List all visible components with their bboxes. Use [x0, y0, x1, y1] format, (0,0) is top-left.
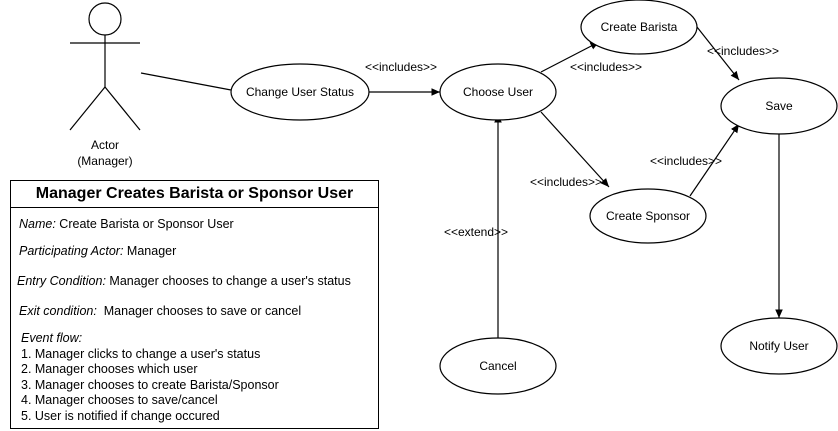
arrow-choose-to-sponsor: [540, 111, 610, 188]
actor-left-leg: [69, 86, 106, 131]
event-flow-step: 3. Manager chooses to create Barista/Spo…: [21, 377, 279, 392]
use-case-description-box: Manager Creates Barista or Sponsor User …: [10, 180, 379, 429]
event-flow-step: 1. Manager clicks to change a user's sta…: [21, 346, 261, 361]
use-case-notify-user-shape: [720, 317, 838, 375]
use-case-change-user-status: Change User Status: [246, 85, 354, 99]
event-flow-step: 5. User is notified if change occured: [21, 408, 220, 423]
description-actor-label: Participating Actor:: [19, 244, 124, 258]
arrow-barista-to-save: [696, 26, 740, 81]
label-includes-barista-save: <<includes>>: [707, 44, 779, 58]
use-case-save: Save: [765, 99, 793, 113]
description-title: Manager Creates Barista or Sponsor User: [11, 181, 378, 208]
description-exit-label: Exit condition:: [19, 304, 97, 318]
description-name-value: Create Barista or Sponsor User: [55, 217, 234, 231]
actor-figure: [69, 2, 141, 131]
use-case-choose-user: Choose User: [463, 85, 533, 99]
label-includes-change-choose: <<includes>>: [365, 60, 437, 74]
description-entry-value: Manager chooses to change a user's statu…: [105, 274, 351, 288]
use-case-change-user-status-shape: [230, 63, 370, 121]
arrow-choose-to-barista: [540, 41, 600, 73]
description-entry-row: Entry Condition: Manager chooses to chan…: [17, 274, 351, 288]
use-case-create-sponsor-shape: [589, 188, 707, 244]
association-actor-change-status: [140, 72, 232, 91]
use-case-create-barista: Create Barista: [601, 20, 678, 34]
actor-head: [88, 2, 122, 36]
arrow-sponsor-to-save: [689, 123, 740, 197]
actor-name: Actor: [91, 138, 119, 152]
description-entry-label: Entry Condition:: [17, 274, 106, 288]
actor-role: (Manager): [77, 154, 132, 168]
label-includes-sponsor-save: <<includes>>: [650, 154, 722, 168]
use-case-notify-user: Notify User: [749, 339, 808, 353]
event-flow-step: 4. Manager chooses to save/cancel: [21, 393, 218, 407]
description-name-row: Name: Create Barista or Sponsor User: [19, 217, 234, 231]
label-includes-choose-barista: <<includes>>: [570, 60, 642, 74]
use-case-create-barista-shape: [580, 0, 698, 55]
description-actor-row: Participating Actor: Manager: [19, 244, 176, 258]
use-case-choose-user-shape: [439, 63, 557, 121]
label-includes-choose-sponsor: <<includes>>: [530, 175, 602, 189]
description-exit-value: Manager chooses to save or cancel: [96, 304, 302, 318]
actor-right-leg: [104, 86, 141, 131]
event-flow-step: 2. Manager chooses which user: [21, 362, 198, 376]
event-flow-label: Event flow:: [21, 331, 83, 345]
use-case-cancel-shape: [439, 337, 557, 395]
event-flow: Event flow: 1. Manager clicks to change …: [21, 331, 279, 424]
use-case-save-shape: [720, 77, 838, 135]
label-extend-cancel: <<extend>>: [444, 225, 508, 239]
use-case-cancel: Cancel: [479, 359, 516, 373]
description-exit-row: Exit condition: Manager chooses to save …: [19, 304, 301, 318]
use-case-create-sponsor: Create Sponsor: [606, 209, 690, 223]
description-name-label: Name:: [19, 217, 56, 231]
description-actor-value: Manager: [123, 244, 177, 258]
